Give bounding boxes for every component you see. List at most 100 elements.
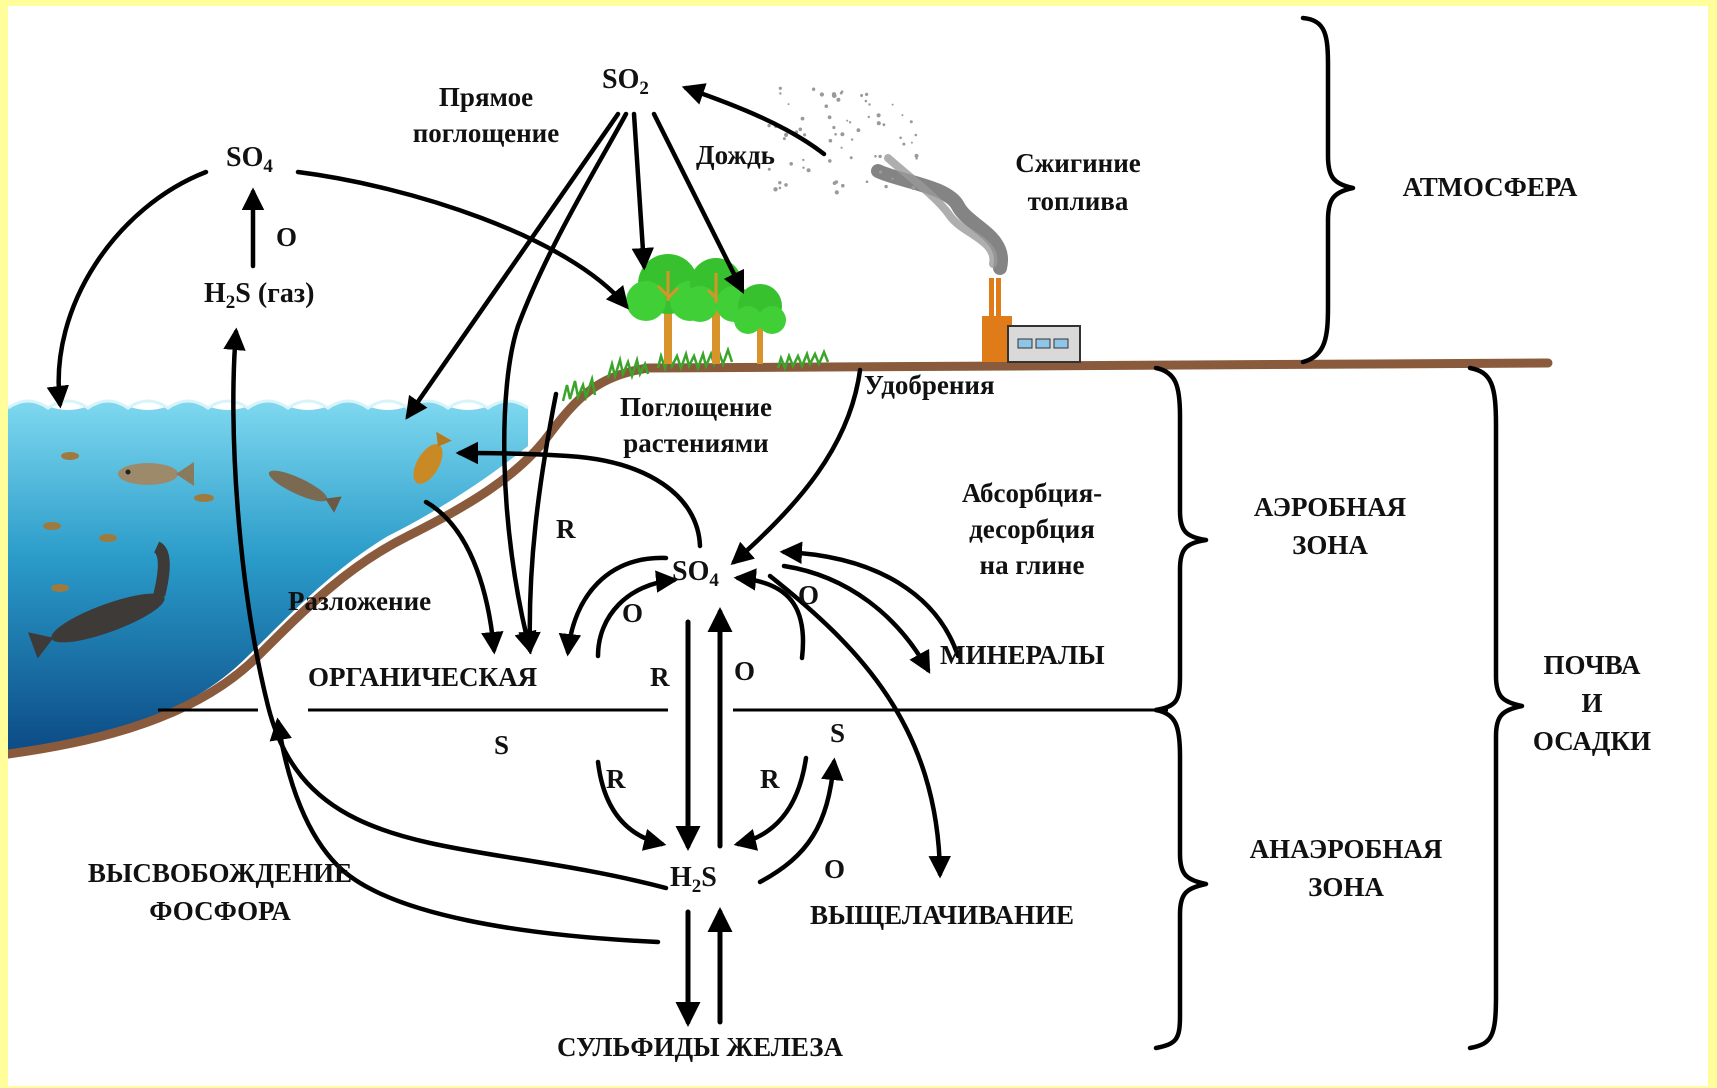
rain-drop xyxy=(825,104,829,108)
rain-drop xyxy=(884,185,887,188)
rain-drop xyxy=(801,117,805,121)
rain-drop xyxy=(874,155,877,158)
rain-drop xyxy=(779,92,781,94)
rain-drop xyxy=(860,94,863,97)
direct-uptake-label-1: Прямое xyxy=(439,82,533,112)
phosphorus-release-label-1: ВЫСВОБОЖДЕНИЕ xyxy=(88,858,352,888)
rain-drop xyxy=(802,159,804,161)
iron-sulfides-label: СУЛЬФИДЫ ЖЕЛЕЗА xyxy=(557,1032,843,1062)
s-right-label: S xyxy=(830,718,845,748)
rain-drop xyxy=(812,88,815,91)
rain-drop xyxy=(828,115,832,119)
rain-drop xyxy=(841,184,845,188)
rain-drop xyxy=(877,121,881,125)
rain-drop xyxy=(910,120,913,123)
rain-drop xyxy=(883,123,886,126)
rain-drop xyxy=(911,186,915,190)
aerobic-zone-label-2: ЗОНА xyxy=(1292,530,1368,560)
plant-uptake-label-1: Поглощение xyxy=(620,392,772,422)
plant-uptake-label-2: растениями xyxy=(623,428,768,458)
rain-drop xyxy=(789,162,793,166)
rain-drop xyxy=(868,103,870,105)
rain-drop xyxy=(828,159,832,163)
rain-drop xyxy=(784,133,788,137)
rain-drop xyxy=(851,138,853,140)
fish-icon xyxy=(51,584,69,592)
reduction-letter: R xyxy=(650,662,670,692)
fertilizers-label: Удобрения xyxy=(864,370,995,400)
rain-drop xyxy=(865,100,868,103)
rain-drop xyxy=(784,183,788,187)
rain-drop xyxy=(868,116,870,118)
rain-drop xyxy=(834,133,837,136)
rain-drop xyxy=(915,157,917,159)
soil-sediment-label-1: ПОЧВА xyxy=(1544,650,1641,680)
oxidation-letter: O xyxy=(276,222,297,252)
rain-drop xyxy=(915,134,918,137)
oxidation-letter: O xyxy=(622,598,643,628)
rain-drop xyxy=(901,114,903,116)
fish-icon xyxy=(43,522,61,530)
rain-drop xyxy=(911,142,913,144)
absorption-label-3: на глине xyxy=(980,550,1085,580)
rain-drop xyxy=(778,181,781,184)
organic-label: ОРГАНИЧЕСКАЯ xyxy=(308,662,538,692)
rain-drop xyxy=(807,168,811,172)
rain-drop xyxy=(840,132,844,136)
rain-drop xyxy=(829,139,833,143)
rain-drop xyxy=(857,128,861,132)
oxidation-letter: O xyxy=(734,656,755,686)
rain-drop xyxy=(878,155,881,158)
rain-drop xyxy=(773,187,777,191)
reduction-letter: R xyxy=(556,514,576,544)
rain-drop xyxy=(788,103,790,105)
rain-drop xyxy=(803,133,806,136)
reduction-letter: R xyxy=(760,764,780,794)
rain-drop xyxy=(802,167,804,169)
rain-drop xyxy=(849,121,851,123)
fuel-burning-label-2: топлива xyxy=(1028,186,1129,216)
phosphorus-release-label-2: ФОСФОРА xyxy=(149,896,291,926)
rain-drop xyxy=(915,154,919,158)
leaching-label: ВЫЩЕЛАЧИВАНИЕ xyxy=(810,900,1074,930)
rain-drop xyxy=(840,92,843,95)
rain-drop xyxy=(767,124,770,127)
rain-drop xyxy=(902,143,905,146)
fish-icon xyxy=(61,452,79,460)
soil-sediment-label-3: ОСАДКИ xyxy=(1533,726,1651,756)
anaerobic-zone-label-1: АНАЭРОБНАЯ xyxy=(1250,834,1443,864)
fish-icon xyxy=(99,534,117,542)
fish-icon xyxy=(194,494,214,502)
oxidation-letter: O xyxy=(824,854,845,884)
rain-drop xyxy=(783,137,786,140)
rain-drop xyxy=(879,171,882,174)
rain-drop xyxy=(779,87,782,90)
atmosphere-zone-label: АТМОСФЕРА xyxy=(1403,172,1578,202)
soil-sediment-label-2: И xyxy=(1581,688,1602,718)
rain-drop xyxy=(833,181,837,185)
rain-drop xyxy=(865,93,868,96)
rain-drop xyxy=(779,187,782,190)
rain-label: Дождь xyxy=(696,140,775,170)
h2s-gas-label: H2S (газ) xyxy=(204,278,314,313)
rain-drop xyxy=(899,137,902,140)
rain-drop xyxy=(866,180,869,183)
rain-drop xyxy=(835,190,839,194)
rain-drop xyxy=(799,128,803,132)
rain-drop xyxy=(820,92,824,96)
oxidation-letter: O xyxy=(798,580,819,610)
anaerobic-zone-label-2: ЗОНА xyxy=(1308,872,1384,902)
direct-uptake-label-2: поглощение xyxy=(413,118,559,148)
decomposition-label: Разложение xyxy=(288,586,431,616)
sulfur-cycle-diagram: SO2 SO4 H2S (газ) SO4 H2S Прямое поглоще… xyxy=(8,6,1708,1086)
absorption-label-2: десорбция xyxy=(969,514,1095,544)
rain-drop xyxy=(892,104,894,106)
rain-drop xyxy=(832,126,835,129)
s-left-label: S xyxy=(494,730,509,760)
rain-drop xyxy=(832,92,836,96)
rain-drop xyxy=(841,147,843,149)
fuel-burning-label-1: Сжигиние xyxy=(1015,148,1141,178)
aerobic-zone-label-1: АЭРОБНАЯ xyxy=(1254,492,1407,522)
reduction-letter: R xyxy=(606,764,626,794)
